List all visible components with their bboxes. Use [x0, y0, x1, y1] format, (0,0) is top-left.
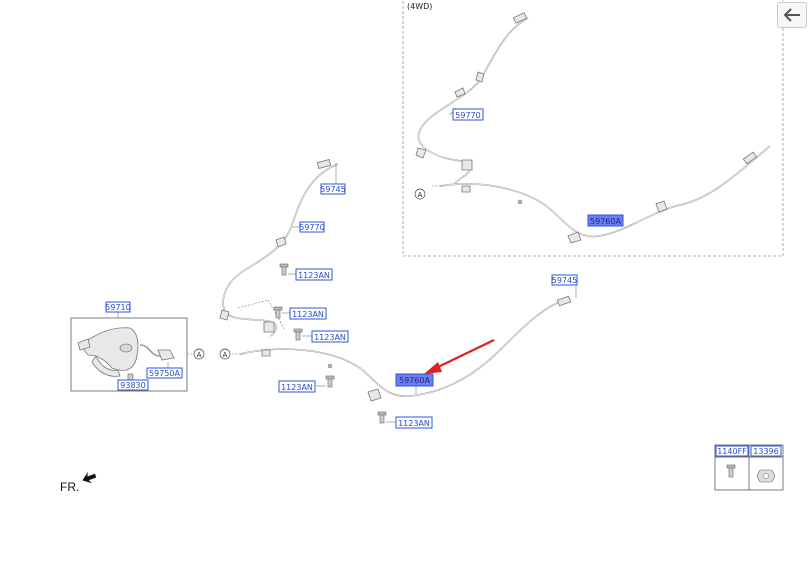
label-59760A[interactable]: 59760A	[395, 373, 434, 387]
svg-text:1123AN: 1123AN	[292, 310, 324, 319]
inset-cable-59770	[415, 12, 529, 186]
bolt-1123AN-1	[279, 263, 296, 276]
svg-text:59770: 59770	[299, 223, 324, 232]
bolt-1123AN-5	[377, 411, 396, 424]
bolt-1123AN-4	[316, 375, 335, 388]
rear-cable-59760A	[232, 285, 577, 402]
label-59770-4wd[interactable]: 59770	[452, 108, 484, 121]
label-13396[interactable]: 13396	[750, 445, 782, 457]
label-59760A-4wd[interactable]: 59760A	[587, 214, 624, 227]
bolt-1123AN-2	[273, 306, 290, 319]
label-1123AN-4[interactable]: 1123AN	[278, 380, 316, 393]
front-arrow-icon	[82, 472, 97, 484]
svg-text:59745: 59745	[552, 276, 577, 285]
svg-text:A: A	[223, 351, 228, 359]
svg-text:1123AN: 1123AN	[314, 333, 346, 342]
label-1123AN-5[interactable]: 1123AN	[395, 416, 433, 429]
callout-a-inset	[414, 188, 426, 200]
svg-text:59745: 59745	[320, 185, 345, 194]
svg-text:13396: 13396	[753, 447, 778, 456]
label-59710[interactable]: 59710	[105, 301, 131, 313]
callout-a-pedal: A	[193, 348, 205, 360]
highlight-arrow	[424, 339, 495, 374]
inset-cable-59760A	[432, 145, 771, 244]
bolt-1123AN-3	[293, 328, 312, 341]
svg-text:1123AN: 1123AN	[398, 419, 430, 428]
svg-text:59760A: 59760A	[399, 376, 430, 385]
label-1123AN-1[interactable]: 1123AN	[295, 268, 333, 281]
label-59750A[interactable]: 59750A	[146, 367, 183, 379]
svg-text:A: A	[418, 191, 423, 199]
fastener-legend: 1140FF 13396	[714, 444, 784, 491]
bolt-icon	[726, 464, 736, 478]
inset-title: (4WD)	[407, 2, 432, 11]
svg-text:59750A: 59750A	[149, 369, 180, 378]
inset-4wd: (4WD) A 59770	[402, 0, 784, 257]
label-59745-front[interactable]: 59745	[320, 183, 346, 195]
label-1123AN-2[interactable]: 1123AN	[289, 307, 327, 320]
svg-text:59770: 59770	[455, 111, 480, 120]
back-button[interactable]	[777, 2, 807, 28]
front-label: FR.	[60, 480, 79, 494]
label-1123AN-3[interactable]: 1123AN	[311, 330, 349, 343]
label-1140FF[interactable]: 1140FF	[715, 445, 749, 457]
svg-text:1123AN: 1123AN	[298, 271, 330, 280]
svg-text:A: A	[197, 351, 202, 359]
svg-text:93830: 93830	[120, 381, 145, 390]
nut-icon	[756, 469, 776, 483]
pedal-assembly-frame	[70, 317, 188, 392]
front-direction: FR.	[60, 472, 97, 494]
label-59745-rear[interactable]: 59745	[551, 274, 578, 286]
label-59770[interactable]: 59770	[299, 221, 325, 233]
callout-a-cable: A	[219, 348, 231, 360]
pedal-assembly	[70, 312, 193, 392]
svg-text:1123AN: 1123AN	[281, 383, 313, 392]
arrow-left-icon	[783, 8, 800, 22]
front-cable-59770	[219, 159, 339, 337]
svg-text:1140FF: 1140FF	[717, 447, 747, 456]
inset-frame	[402, 0, 784, 257]
label-93830[interactable]: 93830	[117, 379, 149, 391]
svg-text:59760A: 59760A	[590, 217, 621, 226]
svg-text:59710: 59710	[105, 303, 130, 312]
